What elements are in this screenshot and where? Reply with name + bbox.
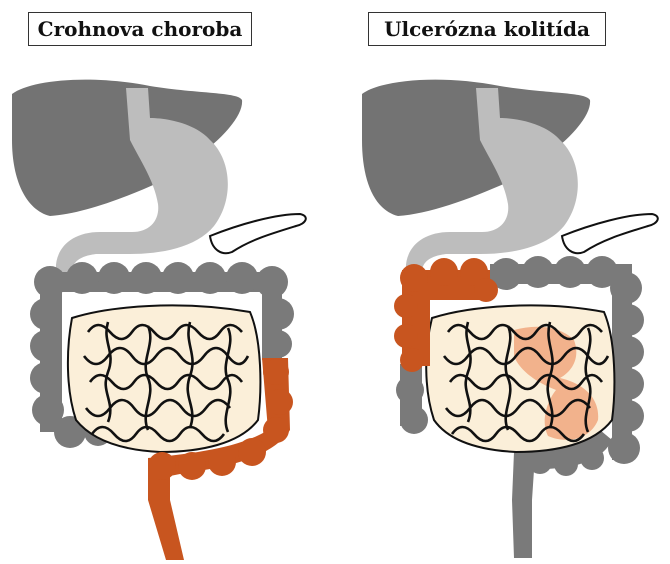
colitis-panel	[362, 80, 658, 558]
pancreas-right	[562, 214, 658, 253]
crohn-panel	[12, 80, 306, 560]
small-intestine-left	[68, 305, 260, 452]
small-intestine-right	[426, 305, 614, 452]
pancreas-left	[210, 214, 306, 253]
